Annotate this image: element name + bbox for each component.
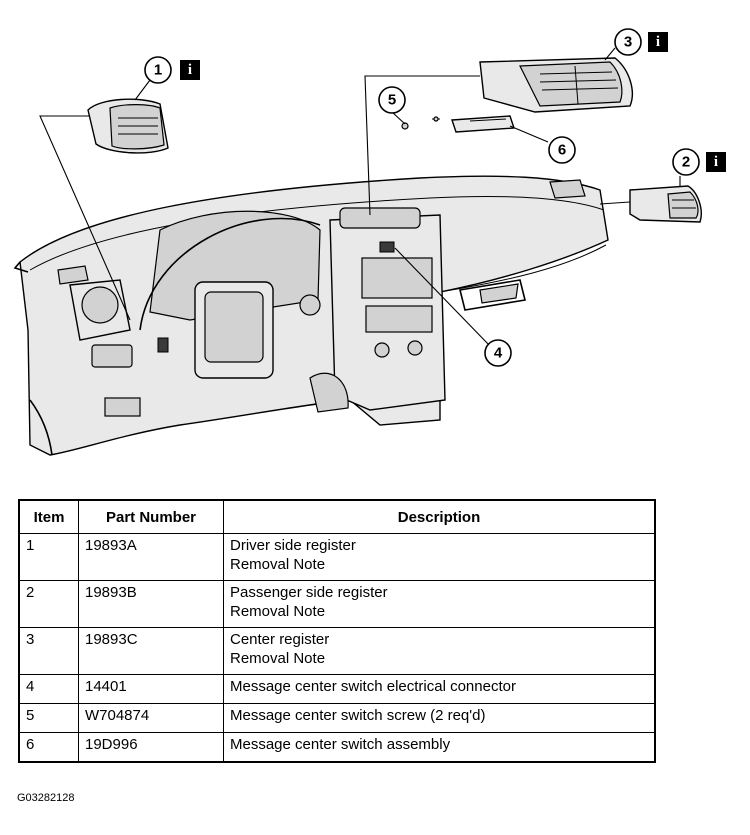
info-icon <box>706 152 726 172</box>
table-row: 3 19893C Center register Removal Note <box>18 627 656 675</box>
callout-5: 5 <box>378 86 406 114</box>
center-register <box>479 57 633 113</box>
part-number-cell: W704874 <box>78 703 224 733</box>
item-cell: 5 <box>18 703 79 733</box>
table-row: 4 14401 Message center switch electrical… <box>18 674 656 704</box>
description-cell: Driver side register Removal Note <box>223 533 656 581</box>
removal-note-link[interactable]: Removal Note <box>230 603 326 620</box>
callout-3: 3 i <box>614 28 668 56</box>
description-line: Center register <box>230 631 330 648</box>
part-number-cell: 19893B <box>78 580 224 628</box>
part-number-cell: 19893C <box>78 627 224 675</box>
message-center-switch-screw <box>401 116 440 130</box>
part-number-cell: 19D996 <box>78 732 224 763</box>
callout-6: 6 <box>548 136 576 164</box>
header-item: Item <box>18 499 79 534</box>
driver-side-register <box>87 98 169 154</box>
item-cell: 6 <box>18 732 79 763</box>
callout-1: 1 i <box>144 56 200 84</box>
callout-4: 4 <box>484 339 512 367</box>
description-line: Passenger side register <box>230 584 388 601</box>
header-description: Description <box>223 499 656 534</box>
table-row: 6 19D996 Message center switch assembly <box>18 732 656 763</box>
callout-number: 2 <box>682 154 690 171</box>
item-cell: 3 <box>18 627 79 675</box>
callout-number: 6 <box>558 142 566 159</box>
info-icon <box>180 60 200 80</box>
item-cell: 1 <box>18 533 79 581</box>
description-cell: Message center switch screw (2 req'd) <box>223 703 656 733</box>
message-center-switch-assembly <box>451 115 515 133</box>
svg-text:i: i <box>188 62 192 78</box>
description-cell: Center register Removal Note <box>223 627 656 675</box>
figure-id: G03282128 <box>17 792 75 804</box>
callout-number: 1 <box>154 62 162 79</box>
description-cell: Passenger side register Removal Note <box>223 580 656 628</box>
removal-note-link[interactable]: Removal Note <box>230 556 326 573</box>
leader-lines <box>39 47 681 347</box>
description-cell: Message center switch assembly <box>223 732 656 763</box>
passenger-side-register <box>629 185 702 223</box>
header-part-number: Part Number <box>78 499 224 534</box>
part-number-cell: 19893A <box>78 533 224 581</box>
callout-2: 2 i <box>672 148 726 176</box>
part-number-cell: 14401 <box>78 674 224 704</box>
svg-text:i: i <box>656 34 660 50</box>
table-row: 5 W704874 Message center switch screw (2… <box>18 703 656 733</box>
callout-number: 5 <box>388 92 396 109</box>
callout-number: 3 <box>624 34 632 51</box>
dashboard-illustration <box>13 175 609 456</box>
info-icon <box>648 32 668 52</box>
table-header-row: Item Part Number Description <box>18 499 656 534</box>
table-row: 1 19893A Driver side register Removal No… <box>18 533 656 581</box>
callout-number: 4 <box>494 345 503 362</box>
item-cell: 4 <box>18 674 79 704</box>
parts-table: Item Part Number Description 1 19893A Dr… <box>18 499 656 763</box>
removal-note-link[interactable]: Removal Note <box>230 650 326 667</box>
table-row: 2 19893B Passenger side register Removal… <box>18 580 656 628</box>
description-line: Driver side register <box>230 537 356 554</box>
svg-text:i: i <box>714 154 718 170</box>
exploded-dashboard-diagram: 1 i 2 i 3 i 4 5 6 <box>13 28 726 456</box>
description-cell: Message center switch electrical connect… <box>223 674 656 704</box>
item-cell: 2 <box>18 580 79 628</box>
